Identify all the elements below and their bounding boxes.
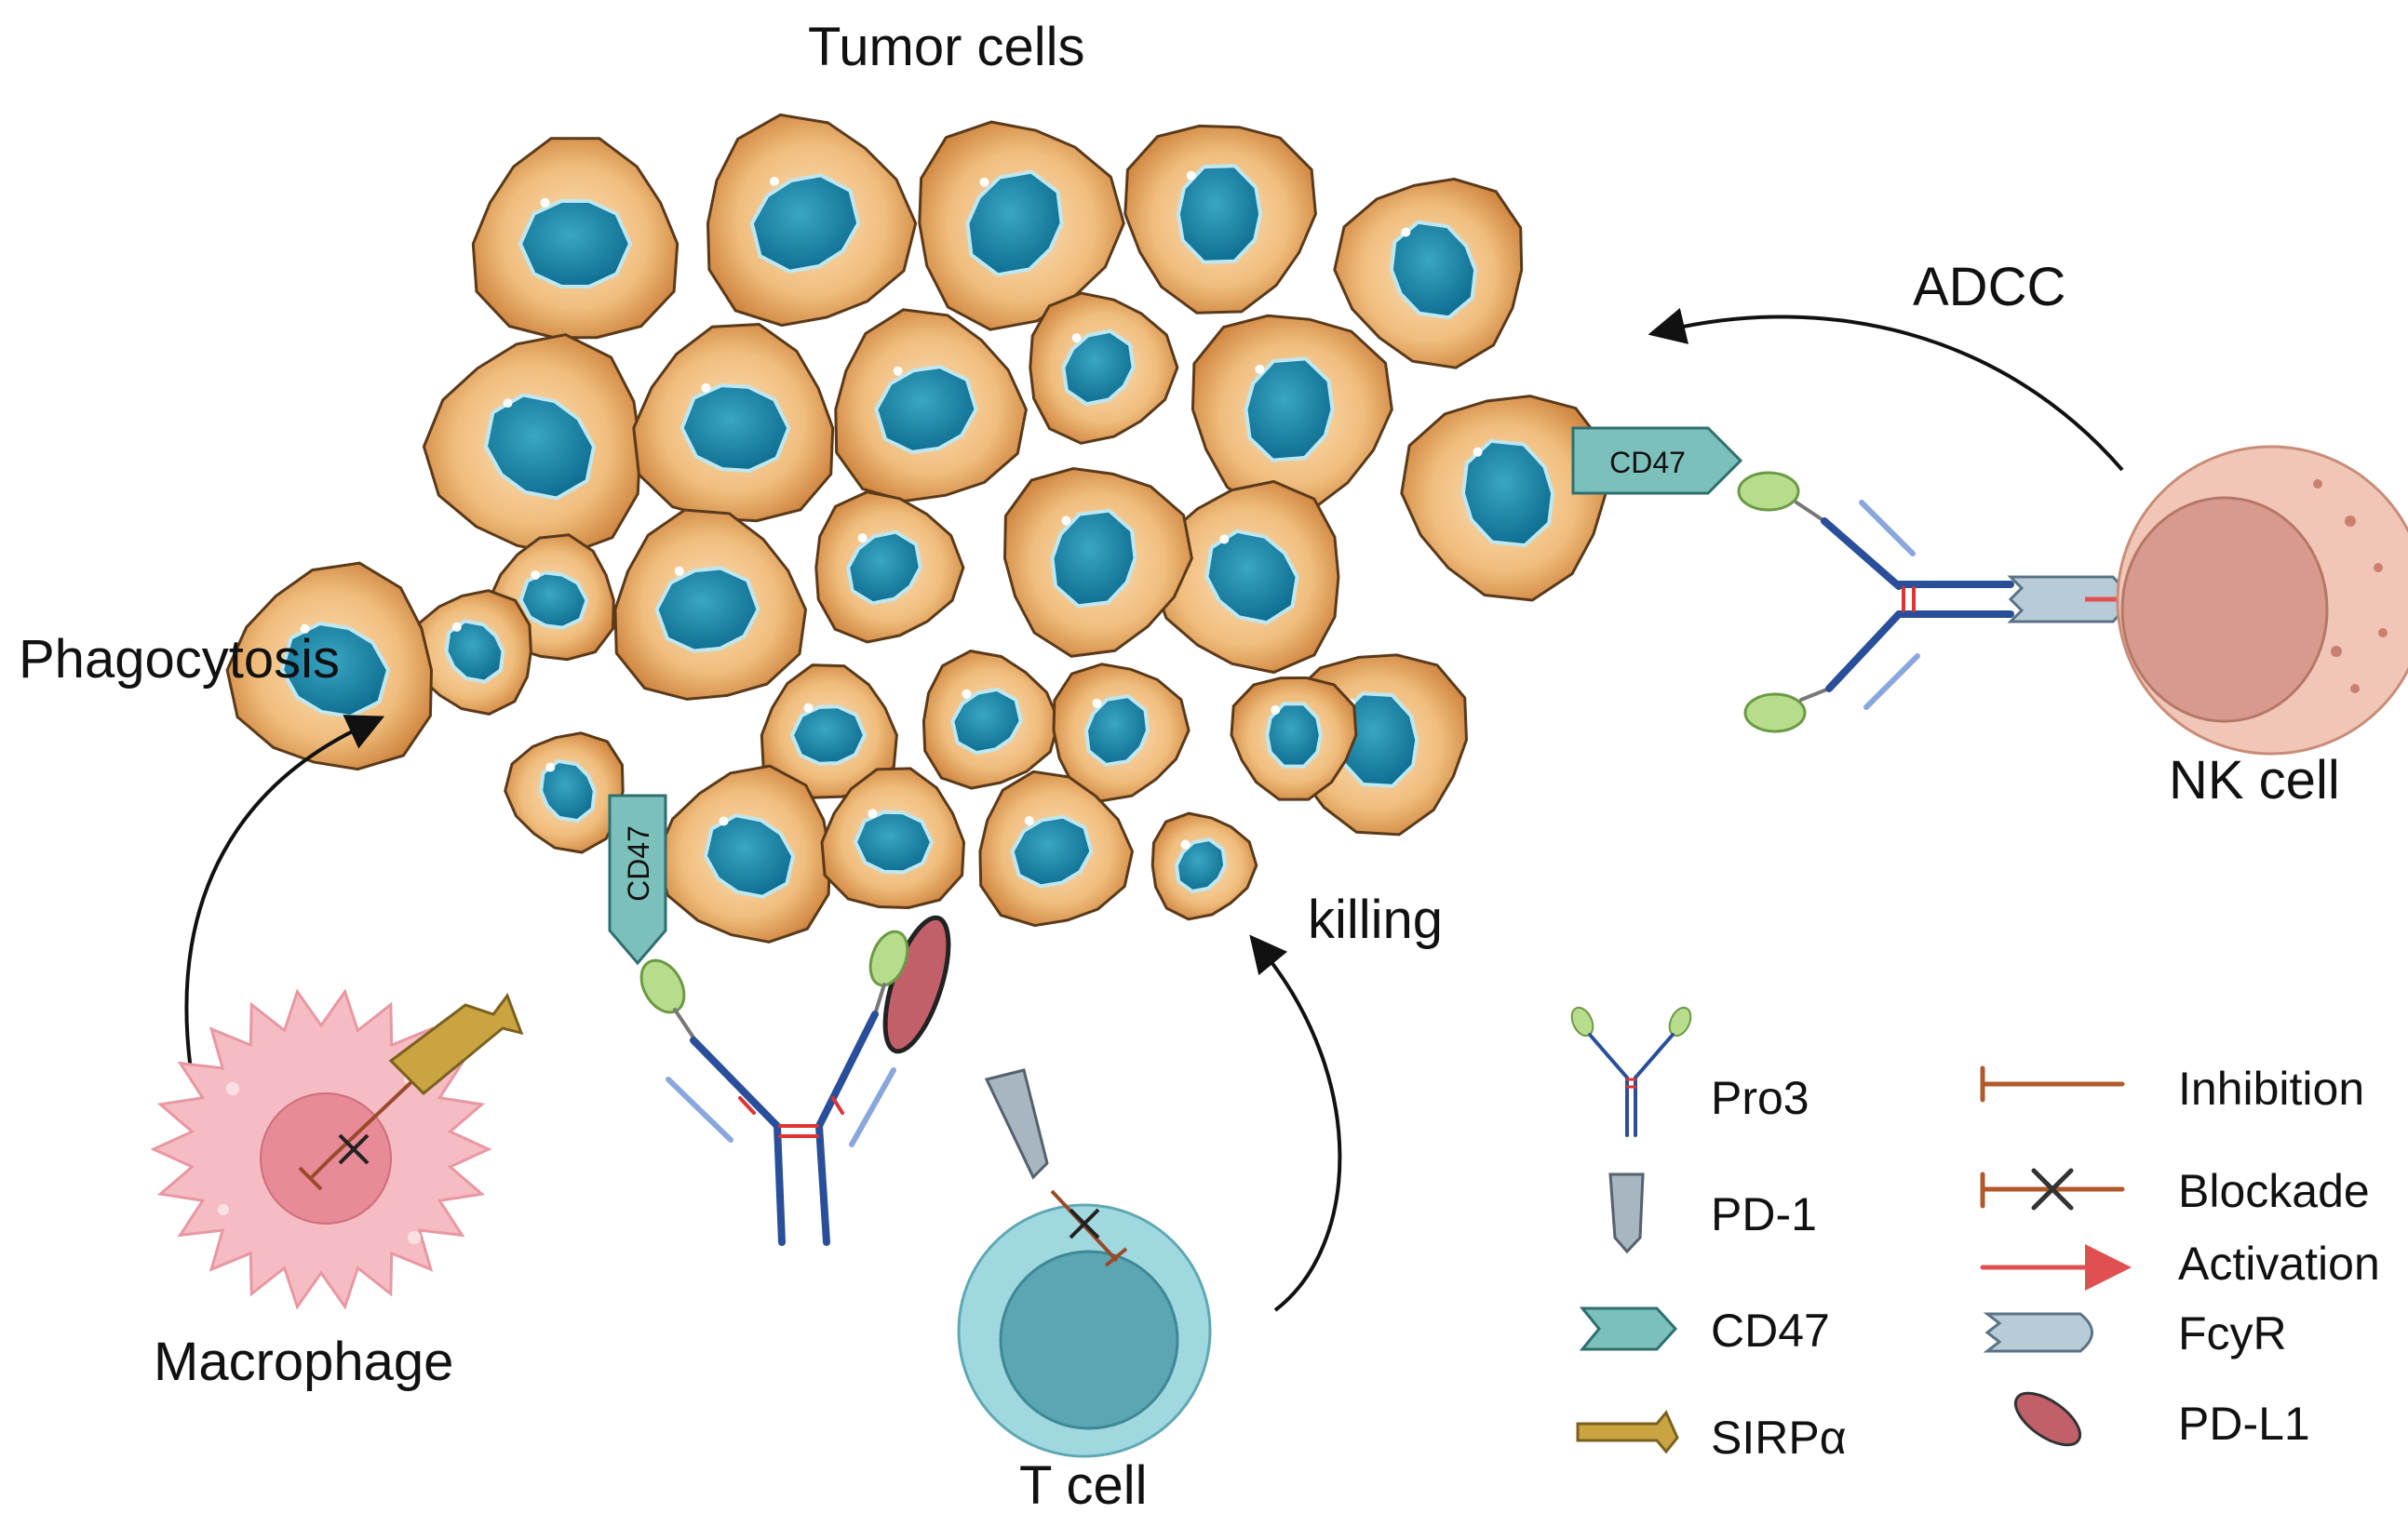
legend-label-inhibition: Inhibition [2178, 1063, 2365, 1115]
legend-label-blockade: Blockade [2178, 1165, 2370, 1217]
tumor-cell [814, 490, 965, 644]
legend-label-pro3: Pro3 [1711, 1072, 1809, 1124]
tumor-cells-title: Tumor cells [808, 17, 1085, 77]
sirpa-receptor [388, 992, 524, 1096]
legend-label-activation: Activation [2178, 1238, 2380, 1290]
cd47-right-receptor [1571, 426, 1743, 495]
legend-label-sirpa: SIRPα [1711, 1412, 1847, 1464]
tumor-cell [471, 137, 679, 340]
tumor-cell [1333, 177, 1524, 369]
pd1-receptor-tcell [984, 1068, 1049, 1180]
legend-label-pd1: PD-1 [1711, 1188, 1817, 1240]
tumor-cell [706, 113, 918, 328]
cd47-left-label: CD47 [622, 825, 655, 902]
legend-pdl1-icon [2013, 1391, 2082, 1447]
tumor-cell [1150, 811, 1258, 921]
tumor-cell [921, 650, 1061, 790]
pro3-antibody-bottom [639, 930, 909, 1246]
legend-label-cd47: CD47 [1711, 1305, 1830, 1357]
tumor-cell [655, 764, 832, 944]
tumor-cell [1150, 479, 1340, 675]
tumor-cell [918, 120, 1125, 331]
legend-cd47-icon [1579, 1306, 1678, 1351]
legend-fcyr-icon [1983, 1312, 2093, 1353]
cd47-right-label: CD47 [1609, 446, 1686, 479]
pro3-antibody-right [1737, 471, 2014, 733]
t-cell [957, 1068, 1212, 1458]
cd47-left-receptor [608, 794, 667, 966]
tumor-cell [632, 322, 835, 523]
tumor-cell [1052, 663, 1191, 803]
tumor-cell [1191, 314, 1393, 516]
legend [1570, 1006, 2132, 1454]
tumor-cell [422, 333, 642, 557]
tumor-cell [1029, 291, 1179, 445]
tumor-cell [760, 663, 898, 799]
t-cell-label: T cell [1019, 1455, 1148, 1516]
tumor-cell-cluster [225, 113, 1608, 944]
legend-label-pdl1: PD-L1 [2178, 1398, 2310, 1450]
macrophage-cell [150, 988, 524, 1310]
phagocytosis-label: Phagocytosis [19, 629, 340, 690]
adcc-arrow [1648, 307, 2124, 472]
tumor-cell [1123, 124, 1317, 315]
legend-sirpa-icon [1576, 1410, 1679, 1454]
adcc-label: ADCC [1913, 257, 2066, 317]
legend-inhibition-icon [1980, 1065, 2125, 1103]
killing-arrow [1249, 934, 1342, 1312]
legend-blockade-icon [1980, 1168, 2125, 1211]
legend-antibody-icon [1570, 1006, 1692, 1137]
legend-label-fcyr: FcyR [2178, 1307, 2287, 1360]
tumor-cell [834, 308, 1028, 502]
nk-cell-label: NK cell [2169, 750, 2340, 810]
tumor-cell [408, 589, 532, 716]
tumor-cell [978, 770, 1135, 928]
tumor-cell [1230, 676, 1358, 801]
macrophage-label: Macrophage [154, 1332, 454, 1392]
nk-cell [2116, 445, 2408, 756]
legend-pd1-icon [1608, 1172, 1645, 1254]
tumor-cell [1002, 466, 1193, 658]
tumor-cell [1400, 395, 1608, 602]
phagocytosis-arrow [184, 715, 385, 1071]
tumor-cell [820, 767, 966, 910]
tumor-cell [504, 731, 625, 854]
killing-label: killing [1308, 890, 1444, 950]
tumor-cell [613, 508, 808, 701]
